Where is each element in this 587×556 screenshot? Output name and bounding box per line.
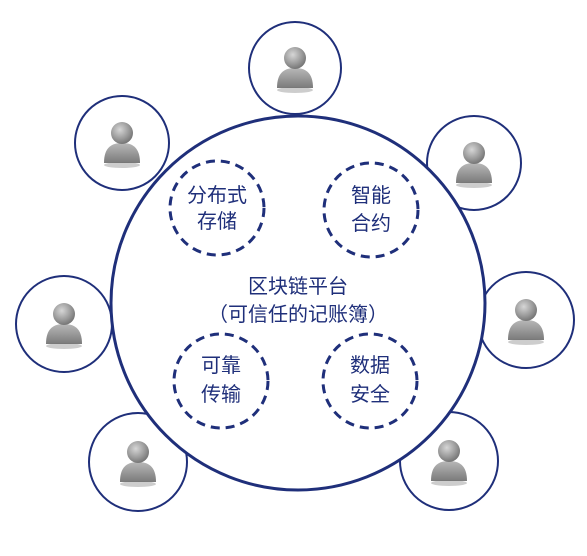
participant-node xyxy=(74,95,170,191)
feature-node-security: 数据 安全 xyxy=(321,332,419,430)
participant-node xyxy=(88,412,188,512)
feature-label-line2: 存储 xyxy=(197,209,237,233)
feature-node-storage: 分布式 存储 xyxy=(168,159,266,257)
feature-label-line1: 智能 xyxy=(351,183,391,207)
feature-label-line1: 可靠 xyxy=(201,353,241,377)
feature-label-line2: 合约 xyxy=(351,211,391,235)
platform-subtitle: （可信任的记账簿） xyxy=(208,302,388,326)
feature-label-line2: 传输 xyxy=(201,382,241,406)
feature-label-line1: 数据 xyxy=(350,353,390,377)
platform-circle xyxy=(109,114,487,492)
feature-node-transfer: 可靠 传输 xyxy=(172,332,270,430)
platform-title: 区块链平台 xyxy=(248,274,348,298)
feature-label-line2: 安全 xyxy=(350,382,390,406)
participant-node xyxy=(426,115,522,211)
feature-label-line1: 分布式 xyxy=(187,183,247,207)
participant-node xyxy=(477,271,575,369)
participant-node xyxy=(248,21,342,115)
feature-node-contract: 智能 合约 xyxy=(322,161,420,259)
participant-node xyxy=(15,275,113,373)
